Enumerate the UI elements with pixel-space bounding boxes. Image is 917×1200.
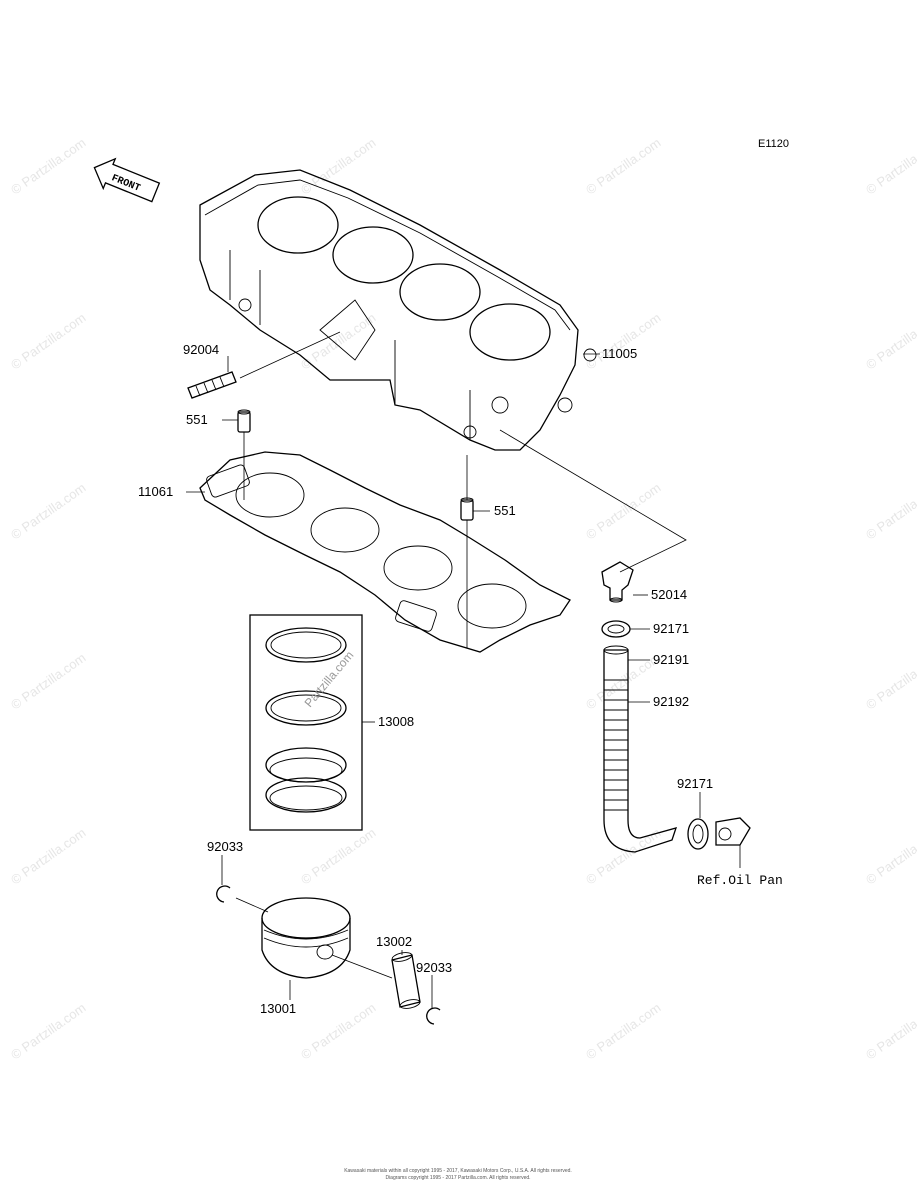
front-arrow-icon: FRONT: [93, 157, 161, 203]
ref-oil-pan-label: Ref.Oil Pan: [697, 873, 783, 888]
watermark: © Partzilla.com: [8, 480, 88, 543]
watermark: © Partzilla.com: [583, 480, 663, 543]
part-label[interactable]: 92191: [653, 652, 689, 667]
diagram-code: E1120: [758, 138, 789, 150]
watermark: © Partzilla.com: [583, 310, 663, 373]
part-label[interactable]: 13002: [376, 934, 412, 949]
part-label[interactable]: 92004: [183, 342, 219, 357]
piston[interactable]: [261, 897, 351, 979]
part-labels: 11005 92004 551 11061 551 52014 92171 92…: [138, 342, 783, 1016]
hose-clamp[interactable]: [687, 818, 709, 850]
part-label[interactable]: 92033: [207, 839, 243, 854]
copyright-line: Kawasaki materials within all copyright …: [344, 1168, 572, 1174]
watermark: © Partzilla.com: [863, 310, 917, 373]
part-label[interactable]: 13001: [260, 1001, 296, 1016]
part-label[interactable]: 11061: [138, 484, 173, 499]
part-label[interactable]: 52014: [651, 587, 687, 602]
cylinder-block[interactable]: [199, 169, 597, 451]
stud-bolt[interactable]: [187, 371, 237, 399]
watermark: © Partzilla.com: [8, 1000, 88, 1063]
piston-pin[interactable]: [391, 951, 421, 1010]
watermark: © Partzilla.com: [863, 825, 917, 888]
part-label[interactable]: 92192: [653, 694, 689, 709]
piston-pin-clip[interactable]: [216, 885, 231, 903]
watermark: © Partzilla.com: [863, 480, 917, 543]
part-label[interactable]: 13008: [378, 714, 414, 729]
watermark: © Partzilla.com: [863, 650, 917, 713]
watermark: © Partzilla.com: [8, 825, 88, 888]
watermark: © Partzilla.com: [583, 1000, 663, 1063]
watermark: © Partzilla.com: [863, 135, 917, 198]
part-label[interactable]: 11005: [602, 346, 637, 361]
part-label[interactable]: 92171: [653, 621, 689, 636]
piston-pin-clip[interactable]: [426, 1007, 441, 1025]
cylinder-gasket[interactable]: [199, 451, 571, 653]
watermark: © Partzilla.com: [8, 135, 88, 198]
elbow-fitting[interactable]: [601, 561, 634, 603]
watermark: © Partzilla.com: [583, 135, 663, 198]
piston-ring-set[interactable]: Partzilla.com: [249, 614, 363, 831]
copyright-line: Diagrams copyright 1995 - 2017 Partzilla…: [385, 1175, 530, 1181]
dowel-pin[interactable]: [237, 409, 251, 433]
oil-hose[interactable]: [603, 645, 678, 853]
leader-lines: [186, 331, 741, 1008]
watermarks: © Partzilla.com © Partzilla.com © Partzi…: [8, 135, 917, 1063]
part-label[interactable]: 551: [186, 412, 208, 427]
watermark: © Partzilla.com: [298, 825, 378, 888]
part-label[interactable]: 92171: [677, 776, 713, 791]
watermark: © Partzilla.com: [863, 1000, 917, 1063]
watermark: © Partzilla.com: [8, 310, 88, 373]
watermark: © Partzilla.com: [298, 1000, 378, 1063]
hose-clamp[interactable]: [601, 620, 631, 638]
watermark: © Partzilla.com: [8, 650, 88, 713]
part-label[interactable]: 551: [494, 503, 516, 518]
oil-pan-fitting: [715, 817, 751, 846]
part-label[interactable]: 92033: [416, 960, 452, 975]
dowel-pin[interactable]: [460, 497, 474, 521]
watermark: © Partzilla.com: [583, 650, 663, 713]
watermark: © Partzilla.com: [298, 135, 378, 198]
